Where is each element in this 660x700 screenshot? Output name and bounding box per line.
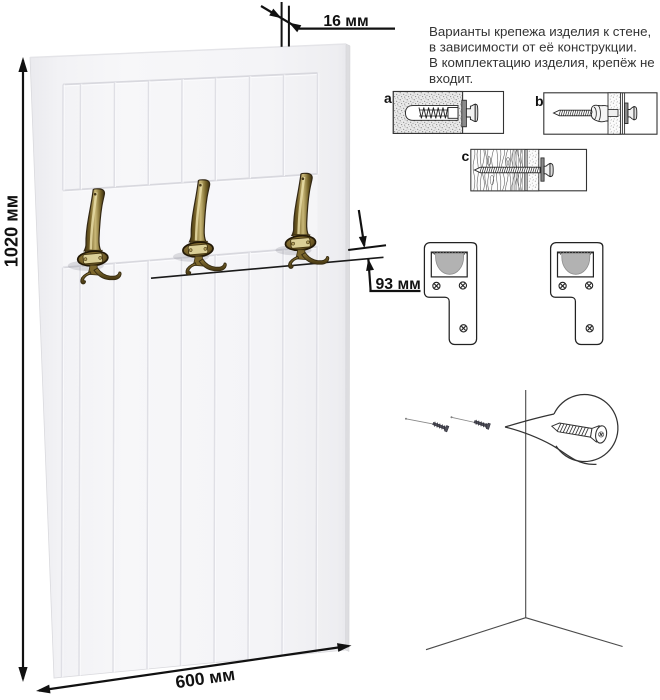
svg-text:c: c (462, 148, 470, 164)
svg-text:1020 мм: 1020 мм (2, 195, 22, 267)
svg-text:входит.: входит. (429, 71, 473, 86)
svg-text:Варианты крепежа изделия к сте: Варианты крепежа изделия к стене, (429, 24, 651, 39)
svg-text:a: a (384, 90, 392, 106)
svg-text:в зависимости от её конструкци: в зависимости от её конструкции. (429, 40, 637, 55)
svg-text:93 мм: 93 мм (376, 276, 421, 293)
svg-text:16 мм: 16 мм (323, 13, 368, 30)
svg-text:600 мм: 600 мм (174, 664, 236, 692)
svg-text:В комплектацию изделия, крепёж: В комплектацию изделия, крепёж не (429, 55, 655, 70)
svg-text:b: b (535, 93, 544, 109)
